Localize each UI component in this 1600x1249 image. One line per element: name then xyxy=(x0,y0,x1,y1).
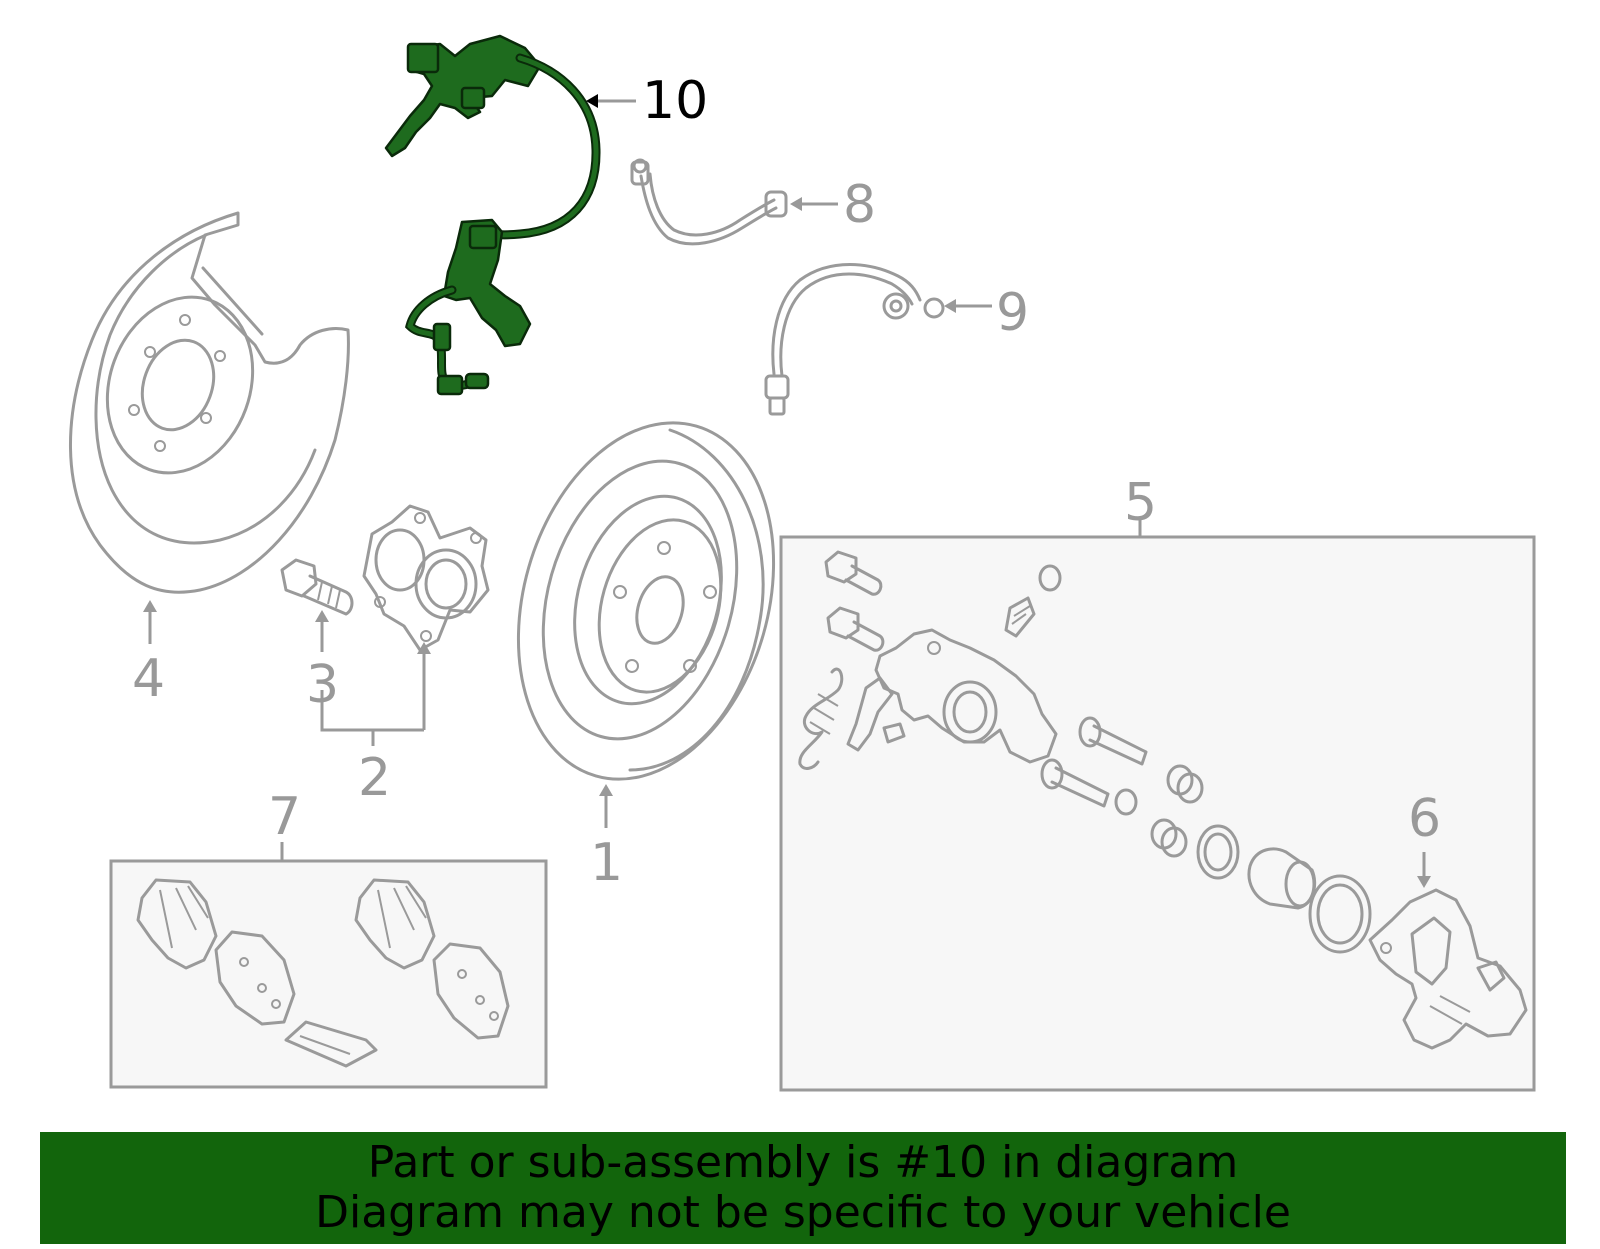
callout-label-4: 4 xyxy=(132,649,165,709)
arrow-3-icon xyxy=(315,610,329,622)
callout-10: 10 xyxy=(586,71,708,131)
part-4-dust-shield[interactable] xyxy=(69,211,350,594)
banner-line-2: Diagram may not be specific to your vehi… xyxy=(315,1187,1291,1238)
callout-label-5: 5 xyxy=(1124,473,1157,533)
pad-kit-box xyxy=(109,859,548,1089)
callout-label-7: 7 xyxy=(268,787,301,847)
arrow-9-icon xyxy=(944,299,956,313)
arrow-2-icon xyxy=(417,642,431,654)
part-5-caliper-assembly[interactable] xyxy=(779,535,1536,1092)
callout-label-9: 9 xyxy=(996,283,1029,343)
banner-line-1: Part or sub-assembly is #10 in diagram xyxy=(367,1137,1239,1188)
arrow-1-icon xyxy=(599,784,613,796)
part-9-brake-hose[interactable] xyxy=(764,263,945,416)
part-1-brake-rotor[interactable] xyxy=(479,392,814,809)
part-2-hub-bearing[interactable] xyxy=(362,504,490,652)
part-3-hub-bolt[interactable] xyxy=(280,558,354,616)
callout-7: 7 xyxy=(268,787,301,861)
part-6-caliper-housing[interactable] xyxy=(1368,888,1528,1050)
leader-bracket-2 xyxy=(320,690,424,732)
callout-4: 4 xyxy=(132,600,165,709)
callout-9: 9 xyxy=(944,283,1029,343)
callout-label-10: 10 xyxy=(642,71,708,131)
info-banner: Part or sub-assembly is #10 in diagram D… xyxy=(40,1132,1566,1244)
part-7-brake-pad-kit[interactable] xyxy=(109,859,548,1089)
part-8-brake-hose[interactable] xyxy=(630,158,788,246)
callout-2: 2 xyxy=(320,642,431,808)
arrow-6-icon xyxy=(1417,876,1431,888)
caliper-kit-box xyxy=(779,535,1536,1092)
callout-1: 1 xyxy=(590,784,623,893)
callout-label-1: 1 xyxy=(590,833,623,893)
callout-label-6: 6 xyxy=(1408,789,1441,849)
callout-label-2: 2 xyxy=(358,748,391,808)
callout-label-8: 8 xyxy=(843,175,876,235)
callout-5: 5 xyxy=(1124,473,1157,537)
callout-6: 6 xyxy=(1408,789,1441,888)
callout-8: 8 xyxy=(790,175,876,235)
arrow-8-icon xyxy=(790,197,802,211)
arrow-4-icon xyxy=(143,600,157,612)
arrow-10-icon xyxy=(586,94,598,108)
part-10-abs-sensor-harness[interactable] xyxy=(384,34,601,396)
